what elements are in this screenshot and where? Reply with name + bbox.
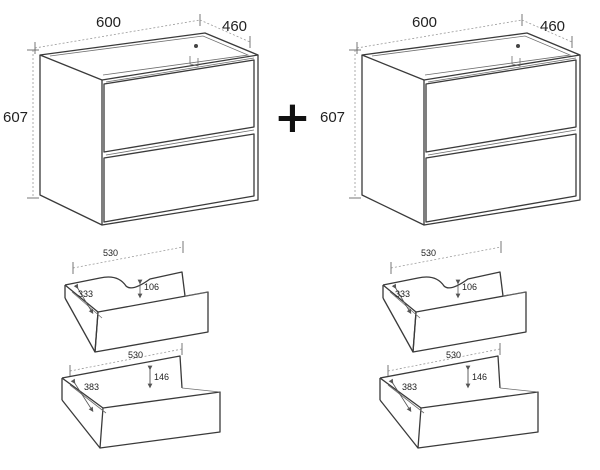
drawer-upper-right: 530 333 106 [383,241,526,352]
plus-sign: + [274,92,311,143]
cabinet-left-width-label: 600 [96,14,121,31]
drawer-lower-right: 530 383 146 [380,343,538,448]
drawer-lower-left-depth-label: 383 [84,382,99,392]
drawer-lower-left-height-label: 146 [154,372,169,382]
drawer-lower-left: 530 383 146 [62,343,220,448]
drawer-upper-left-depth-label: 333 [78,289,93,299]
cabinet-left-depth-label: 460 [222,18,247,35]
drawer-lower-right-width-label: 530 [446,350,461,360]
drawer-upper-right-depth-label: 333 [395,289,410,299]
drawer-upper-left-width-label: 530 [103,248,118,258]
drawer-upper-right-height-label: 106 [462,282,477,292]
cabinet-left-height-label: 607 [3,109,28,126]
drawer-lower-left-width-label: 530 [128,350,143,360]
cabinet-left: 600 460 607 [3,13,259,226]
cabinet-right-width-label: 600 [412,14,437,31]
drawer-upper-left-height-label: 106 [144,282,159,292]
cabinet-right-depth-label: 460 [540,18,565,35]
cabinet-right-height-label: 607 [320,109,345,126]
drawer-lower-right-height-label: 146 [472,372,487,382]
drawer-upper-right-width-label: 530 [421,248,436,258]
cabinet-right: 600 460 607 [320,13,581,226]
drawer-lower-right-depth-label: 383 [402,382,417,392]
drawer-upper-left: 530 333 106 [65,241,208,352]
